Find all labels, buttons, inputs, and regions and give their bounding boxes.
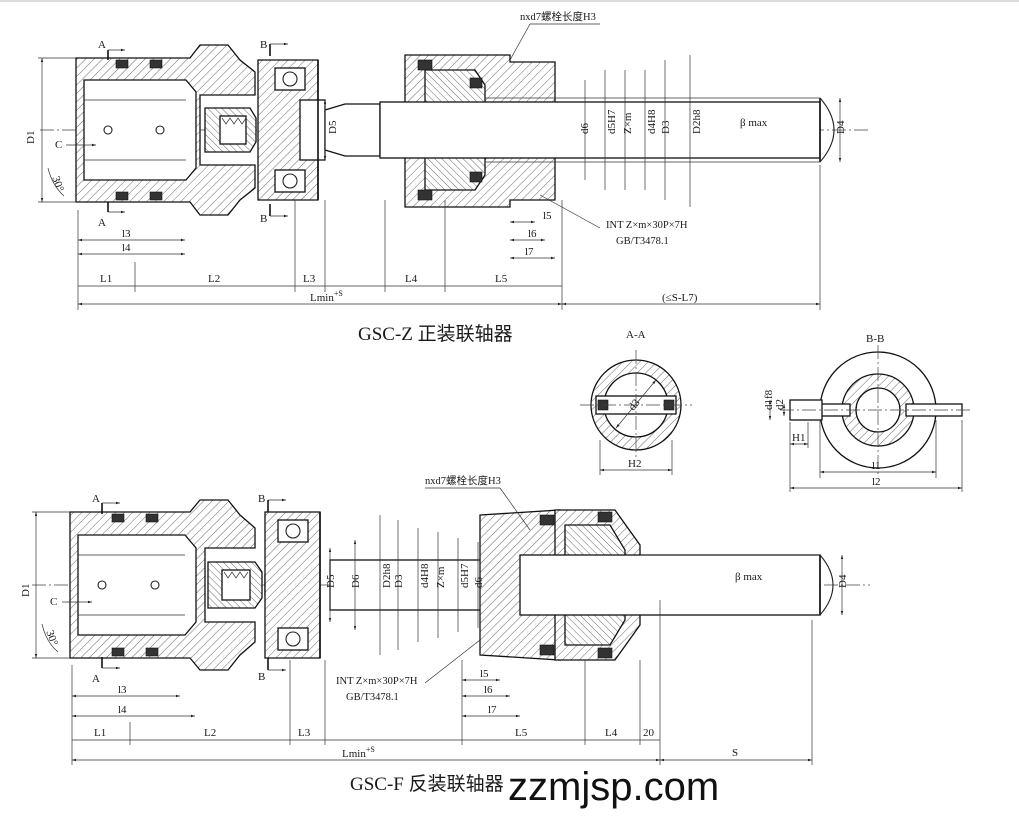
section-aa-h2: H2: [628, 458, 641, 470]
dim-l3: l3: [122, 228, 131, 240]
bolt-note-b: nxd7螺栓长度H3: [425, 474, 501, 487]
dim-d6-b: d6: [473, 577, 485, 589]
dim-L4: L4: [405, 273, 418, 285]
angle-30: 30°: [49, 175, 66, 194]
dim-L5-b: L5: [515, 727, 528, 739]
section-aa: A-A d3 H2: [580, 329, 692, 475]
dim-l7-b: l7: [488, 704, 497, 716]
dim-l7: l7: [525, 246, 534, 258]
bolt-note: nxd7螺栓长度H3: [520, 10, 596, 23]
dim-D1: D1: [25, 131, 37, 144]
dim-l5: l5: [543, 210, 552, 222]
dim-L1-b: L1: [94, 727, 106, 739]
bottom-caption: GSC-F 反装联轴器: [350, 773, 504, 795]
dim-20-b: 20: [643, 727, 655, 739]
dim-l3-b: l3: [118, 684, 127, 696]
section-bb-l2: l2: [872, 476, 881, 488]
dim-L4-b: L4: [605, 727, 618, 739]
section-a-top-b: A: [92, 493, 100, 505]
dim-L1: L1: [100, 273, 112, 285]
dim-d5H7: d5H7: [606, 109, 618, 134]
label-c-b: C: [50, 596, 57, 608]
dim-lmin: Lmin+S: [310, 289, 343, 304]
dim-D5: D5: [327, 120, 339, 134]
section-aa-title: A-A: [626, 329, 646, 341]
spline-note-2-b: GB/T3478.1: [346, 692, 399, 703]
spline-note-1: INT Z×m×30P×7H: [606, 220, 688, 231]
dim-L2-b: L2: [204, 727, 216, 739]
dim-rest: (≤S-L7): [662, 292, 698, 304]
section-bb-d1f8: d1f8: [763, 389, 775, 410]
section-bb-d2: d2: [774, 399, 786, 410]
dim-l4-b: l4: [118, 704, 127, 716]
dim-D1-b: D1: [20, 584, 32, 597]
dim-L3: L3: [303, 273, 316, 285]
section-bb-h1: H1: [792, 432, 805, 444]
spline-note-1-b: INT Z×m×30P×7H: [336, 676, 418, 687]
dim-d4H8-b: d4H8: [419, 563, 431, 588]
section-b-bottom-b: B: [258, 671, 265, 683]
dim-D4: D4: [835, 120, 847, 134]
dim-L3-b: L3: [298, 727, 311, 739]
watermark: zzmjsp.com: [508, 765, 719, 809]
label-c: C: [55, 139, 62, 151]
top-view: D1 D5 d6 d5H7 Z×m d4H8 D3 D2h8 D4 β max …: [25, 10, 870, 345]
dim-L2: L2: [208, 273, 220, 285]
dim-d4H8: d4H8: [646, 109, 658, 134]
dim-l5-b: l5: [480, 668, 489, 680]
dim-d5H7-b: d5H7: [459, 563, 471, 588]
dim-l4: l4: [122, 242, 131, 254]
section-b-top: B: [260, 39, 267, 51]
dim-L5: L5: [495, 273, 508, 285]
dim-D6-b: D6: [350, 574, 362, 588]
beta-max-b: β max: [735, 571, 763, 583]
dim-D3: D3: [660, 120, 672, 134]
dim-D2h8-b: D2h8: [381, 563, 393, 588]
section-bb-l1: l1: [872, 460, 881, 472]
dim-D2h8: D2h8: [691, 109, 703, 134]
section-bb: B-B d1f8 d2 H1 l1 l2: [763, 333, 970, 492]
bottom-view: D1 D5 D6 D2h8 D3 d4H8 Z×m d5H7 d6 D4 β m…: [20, 474, 870, 795]
section-b-bottom: B: [260, 213, 267, 225]
angle-30-b: 30°: [43, 629, 60, 648]
section-a-bottom: A: [98, 217, 106, 229]
dim-S-b: S: [732, 747, 738, 759]
dim-l6: l6: [528, 228, 537, 240]
dim-D4-b: D4: [837, 574, 849, 588]
dim-D3-b: D3: [393, 574, 405, 588]
spline-note-2: GB/T3478.1: [616, 236, 669, 247]
beta-max: β max: [740, 117, 768, 129]
dim-D5-b: D5: [325, 574, 337, 588]
dim-lmin-b: Lmin+S: [342, 745, 375, 760]
dim-d6: d6: [579, 123, 591, 135]
section-b-top-b: B: [258, 493, 265, 505]
dim-l6-b: l6: [484, 684, 493, 696]
top-caption: GSC-Z 正装联轴器: [358, 323, 513, 345]
dim-zxm: Z×m: [622, 112, 634, 134]
section-a-bottom-b: A: [92, 673, 100, 685]
section-bb-title: B-B: [866, 333, 884, 345]
section-a-top: A: [98, 39, 106, 51]
dim-zxm-b: Z×m: [435, 566, 447, 588]
